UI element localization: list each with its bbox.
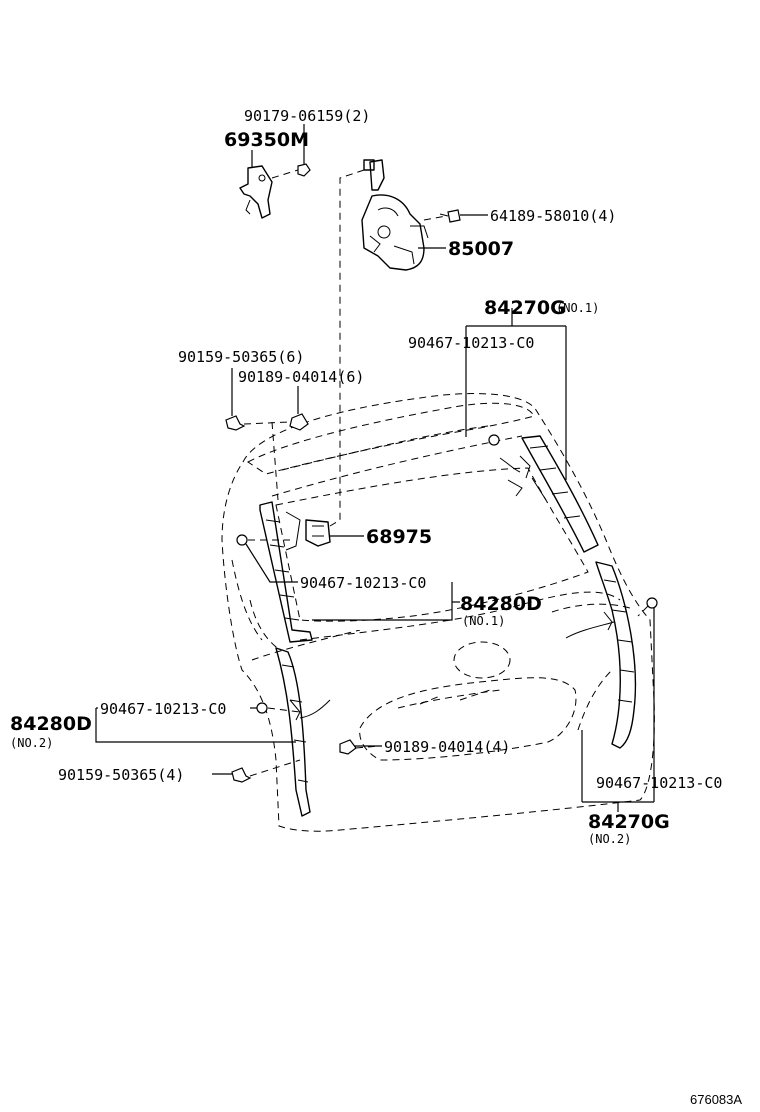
assembly-lines: [243, 169, 649, 777]
label-84280d-no1-sub: (NO.1): [462, 614, 505, 628]
label-90467-10213-lower: 90467-10213-C0: [100, 700, 226, 718]
bracket-69350m: [239, 165, 273, 219]
weatherstrip-84270g-no1: [499, 435, 599, 553]
weatherstrip-84270g-no2: [595, 561, 637, 749]
label-90159-50365-6: 90159-50365(6): [178, 348, 304, 366]
label-84270g-no1: 84270G: [484, 297, 566, 319]
label-90467-10213-right: 90467-10213-C0: [596, 774, 722, 792]
part-68975: [305, 519, 331, 547]
label-68975: 68975: [366, 526, 432, 548]
weatherstrip-84280d-no1: [259, 501, 313, 643]
label-90179-06159: 90179-06159(2): [244, 107, 370, 125]
label-84270g-no2: 84270G: [588, 811, 670, 833]
label-90189-04014-4: 90189-04014(4): [384, 738, 510, 756]
label-85007: 85007: [448, 238, 514, 260]
back-door-panel: [221, 393, 655, 832]
label-84270g-no2-sub: (NO.2): [588, 832, 631, 846]
label-90159-50365-4: 90159-50365(4): [58, 766, 184, 784]
weatherstrip-84280d-no2: [275, 647, 311, 817]
label-64189-58010: 64189-58010(4): [490, 207, 616, 225]
label-84280d-no1: 84280D: [460, 593, 542, 615]
labels: 90179-06159(2) 69350M 64189-58010(4) 850…: [10, 107, 742, 1107]
label-84280d-no2: 84280D: [10, 713, 92, 735]
leader-lines: [95, 124, 655, 812]
label-90189-04014-6: 90189-04014(6): [238, 368, 364, 386]
fasteners: [225, 163, 658, 783]
label-84270g-no1-sub: (NO.1): [556, 301, 599, 315]
figure-reference: 676083A: [690, 1092, 742, 1107]
label-69350m: 69350M: [224, 129, 309, 151]
motor-85007: [361, 159, 429, 271]
label-84280d-no2-sub: (NO.2): [10, 736, 53, 750]
label-90467-10213-top: 90467-10213-C0: [408, 334, 534, 352]
label-90467-10213-left: 90467-10213-C0: [300, 574, 426, 592]
